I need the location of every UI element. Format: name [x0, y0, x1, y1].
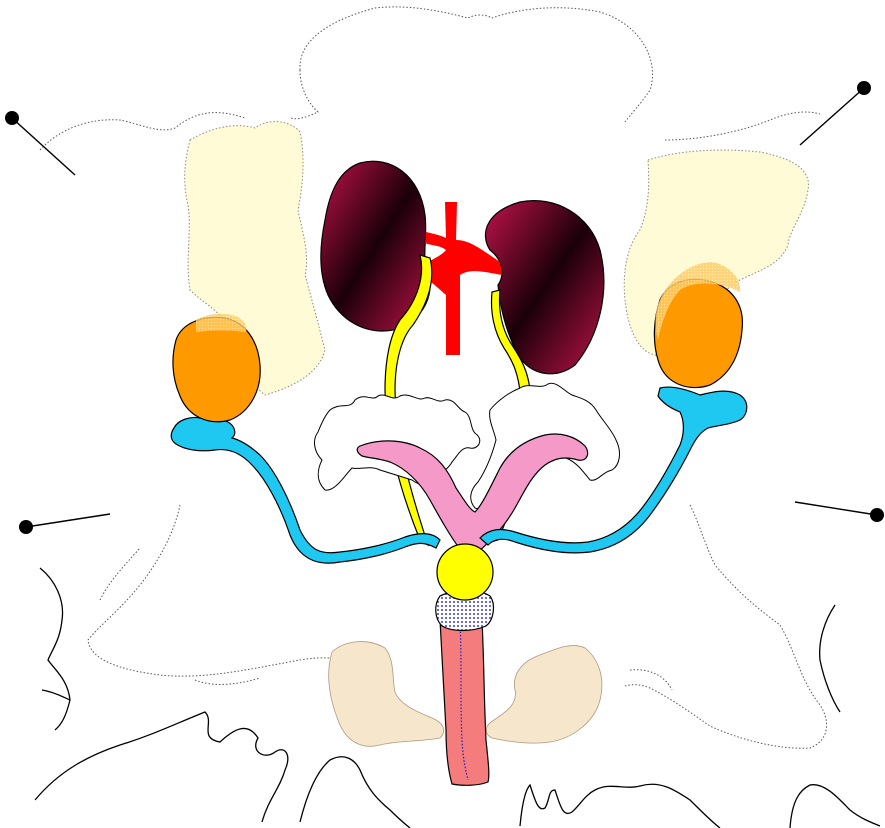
pelvic-bone-right	[486, 646, 602, 744]
pelvic-bone-left	[329, 642, 444, 747]
dissection-pin-top-left	[5, 111, 75, 175]
dissection-pin-top-right	[800, 81, 871, 145]
vagina	[440, 616, 489, 786]
dissection-pin-mid-left	[19, 514, 110, 534]
ovary-left	[173, 317, 260, 421]
dissection-pin-mid-right	[795, 502, 884, 522]
cervix	[437, 544, 493, 600]
